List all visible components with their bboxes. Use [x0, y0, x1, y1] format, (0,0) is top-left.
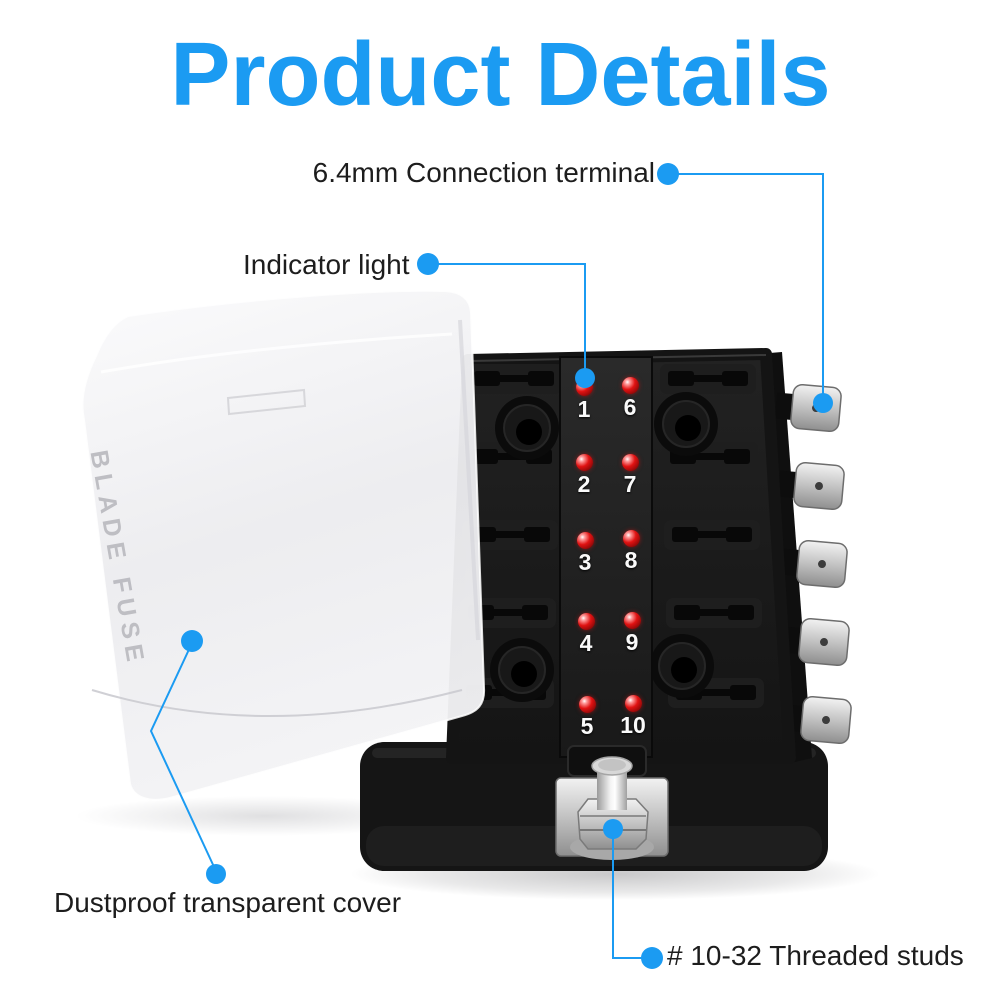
callout-line	[149, 642, 216, 870]
fuse-number-label: 5	[580, 713, 594, 739]
mounting-wells	[490, 392, 718, 702]
callout-indicator-light	[417, 253, 595, 388]
callout-threaded-studs	[603, 819, 663, 969]
led-indicator	[624, 695, 642, 712]
callout-line	[612, 832, 645, 959]
callout-line	[668, 173, 824, 398]
callout-label-threaded-studs: # 10-32 Threaded studs	[667, 940, 964, 971]
callout-dot	[181, 630, 203, 652]
led-indicator	[578, 696, 596, 713]
led-indicator	[621, 454, 639, 471]
fuse-position: 7	[610, 454, 650, 497]
fuse-position: 4	[566, 613, 606, 656]
callout-dustproof-cover	[149, 630, 226, 884]
fuse-position: 2	[564, 454, 604, 497]
led-indicator	[575, 454, 593, 471]
fuse-number-label: 10	[620, 712, 646, 738]
fuse-position: 8	[611, 530, 651, 573]
callout-line	[428, 263, 586, 374]
fuse-number-label: 1	[577, 396, 591, 422]
transparent-cover	[81, 289, 486, 801]
page-title: Product Details	[170, 25, 831, 125]
callout-dot	[813, 393, 833, 413]
fuse-number-label: 7	[623, 471, 637, 497]
callout-dot	[575, 368, 595, 388]
fuse-box-body	[446, 348, 796, 777]
callout-dot	[603, 819, 623, 839]
fuse-position: 5	[567, 696, 607, 739]
fuse-number-label: 4	[579, 630, 593, 656]
fuse-position: 3	[565, 532, 605, 575]
callout-label-indicator-light: Indicator light	[243, 249, 410, 280]
callout-dot	[641, 947, 663, 969]
fuse-position: 9	[612, 612, 652, 655]
callout-dot	[206, 864, 226, 884]
fuse-number-label: 6	[623, 394, 637, 420]
callout-label-connection-terminal: 6.4mm Connection terminal	[312, 157, 655, 188]
callout-dot	[417, 253, 439, 275]
led-indicator	[577, 613, 595, 630]
led-indicator	[622, 530, 640, 547]
callout-label-dustproof-cover: Dustproof transparent cover	[54, 887, 402, 918]
fuse-number-label: 9	[625, 629, 639, 655]
led-indicator	[621, 377, 639, 394]
fuse-position: 6	[610, 377, 650, 420]
fuse-number-label: 3	[578, 549, 592, 575]
fuse-number-label: 8	[624, 547, 638, 573]
callout-connection-terminal	[657, 163, 833, 413]
fuse-position: 10	[613, 695, 653, 738]
led-strip-panel	[559, 356, 653, 758]
led-indicator	[623, 612, 641, 629]
callout-dot	[657, 163, 679, 185]
fuse-number-label: 2	[577, 471, 591, 497]
led-indicator	[576, 532, 594, 549]
